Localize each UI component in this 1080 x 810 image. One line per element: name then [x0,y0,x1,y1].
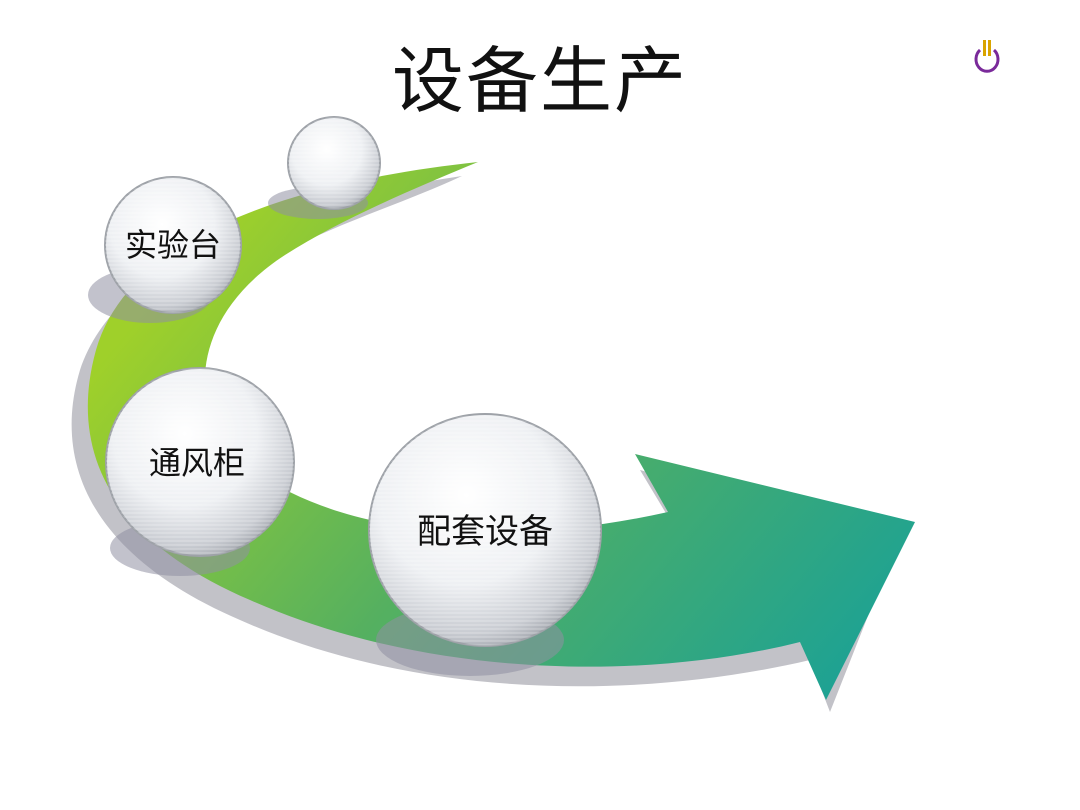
diagram-node-fume-hood: 通风柜 [105,367,295,576]
power-symbol-icon [974,40,1000,73]
node-label-fume-hood: 通风柜 [149,444,245,482]
node-label-lab-bench: 实验台 [125,226,221,264]
diagram-node-lab-bench: 实验台 [88,176,242,323]
node-label-supporting-equipment: 配套设备 [417,512,553,552]
page-title: 设备生产 [391,39,688,123]
diagram-node-supporting-equipment: 配套设备 [368,413,602,676]
diagram-node-top [268,116,381,219]
process-arrow [87,162,916,700]
